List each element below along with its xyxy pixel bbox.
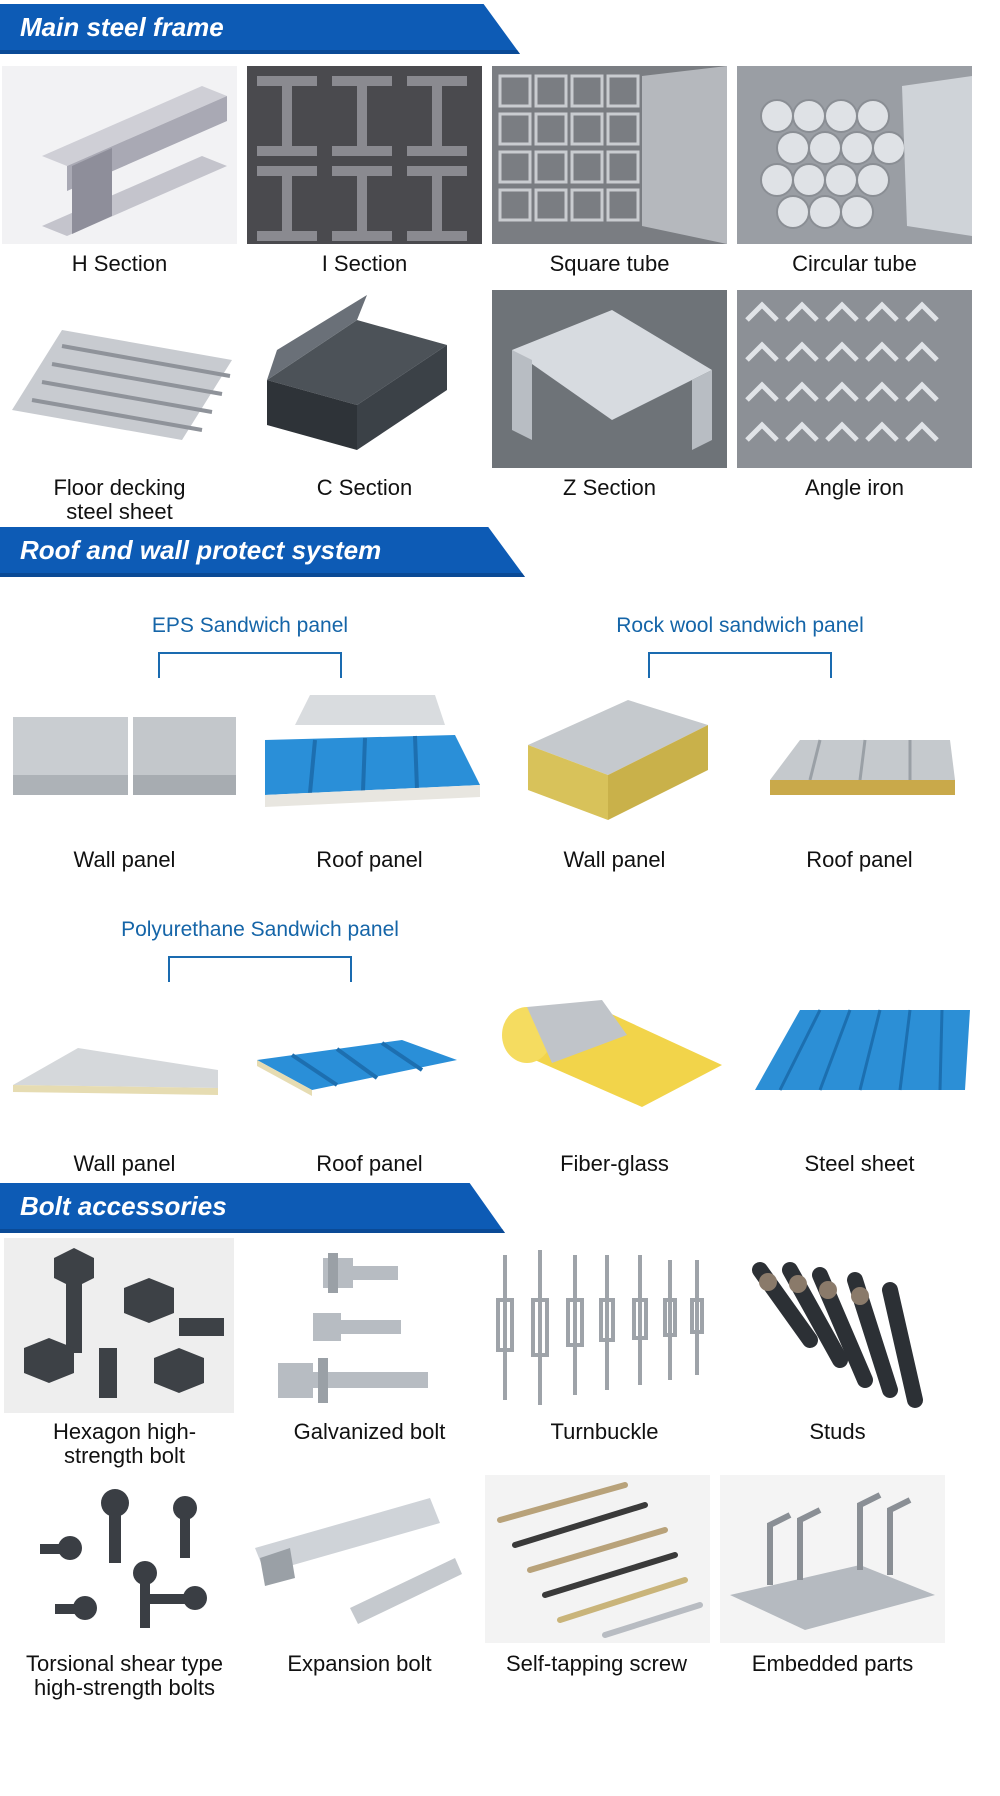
- section-title: Bolt accessories: [20, 1191, 227, 1221]
- label-angle-iron: Angle iron: [804, 475, 905, 500]
- section-title: Main steel frame: [20, 12, 224, 42]
- galvanized-bolt-image: [268, 1238, 443, 1413]
- h-section-image: [2, 66, 237, 244]
- studs-image: [740, 1250, 940, 1415]
- label-pu-roof: Roof panel: [316, 1151, 423, 1176]
- eps-bracket: [158, 652, 342, 678]
- eps-roof-panel-image: [255, 685, 485, 815]
- eps-wall-panel-image: [8, 705, 238, 805]
- rockwool-roof-panel-image: [760, 720, 960, 810]
- label-i-section: I Section: [321, 251, 408, 276]
- section-title: Roof and wall protect system: [20, 535, 382, 565]
- label-torsional-bolts: Torsional shear type high-strength bolts: [2, 1652, 247, 1700]
- label-studs: Studs: [809, 1419, 866, 1444]
- pu-bracket: [168, 956, 352, 982]
- i-section-image: [247, 66, 482, 244]
- floor-decking-image: [2, 290, 237, 468]
- label-hexagon-bolt-line1: Hexagon high-: [52, 1419, 197, 1444]
- pu-roof-panel-image: [252, 1030, 462, 1105]
- label-torsional-line2: high-strength bolts: [34, 1675, 215, 1700]
- c-section-image: [247, 290, 482, 468]
- label-turnbuckle: Turnbuckle: [550, 1419, 659, 1444]
- label-torsional-line1: Torsional shear type: [26, 1651, 223, 1676]
- label-floor-decking: Floor decking steel sheet: [2, 476, 237, 524]
- label-c-section: C Section: [316, 475, 413, 500]
- embedded-parts-image: [720, 1475, 945, 1643]
- pu-panel-title: Polyurethane Sandwich panel: [121, 918, 399, 941]
- section-banner-bolts: Bolt accessories: [0, 1183, 505, 1233]
- label-rockwool-roof: Roof panel: [806, 847, 913, 872]
- label-galvanized-bolt: Galvanized bolt: [293, 1419, 446, 1444]
- label-hexagon-bolt-line2: strength bolt: [63, 1443, 186, 1468]
- hexagon-bolt-image: [4, 1238, 234, 1413]
- turnbuckle-image: [485, 1240, 715, 1415]
- rockwool-wall-panel-image: [518, 690, 718, 825]
- section-banner-roof-wall: Roof and wall protect system: [0, 527, 525, 577]
- circular-tube-image: [737, 66, 972, 244]
- eps-panel-title: EPS Sandwich panel: [151, 614, 349, 637]
- label-eps-wall: Wall panel: [73, 847, 176, 872]
- square-tube-image: [492, 66, 727, 244]
- expansion-bolt-image: [240, 1478, 475, 1643]
- label-square-tube: Square tube: [549, 251, 670, 276]
- label-embedded-parts: Embedded parts: [751, 1651, 914, 1676]
- label-floor-decking-line2: steel sheet: [66, 499, 173, 524]
- label-pu-wall: Wall panel: [73, 1151, 176, 1176]
- label-z-section: Z Section: [563, 475, 656, 500]
- rockwool-panel-title: Rock wool sandwich panel: [616, 614, 864, 637]
- label-floor-decking-line1: Floor decking: [53, 475, 186, 500]
- label-rockwool-wall: Wall panel: [563, 847, 666, 872]
- label-fiberglass: Fiber-glass: [560, 1151, 669, 1176]
- fiberglass-image: [492, 995, 732, 1110]
- label-circular-tube: Circular tube: [792, 251, 917, 276]
- label-expansion-bolt: Expansion bolt: [287, 1651, 432, 1676]
- rockwool-bracket: [648, 652, 832, 678]
- label-eps-roof: Roof panel: [316, 847, 423, 872]
- self-tapping-screw-image: [485, 1475, 710, 1643]
- label-steel-sheet: Steel sheet: [804, 1151, 915, 1176]
- label-hexagon-bolt: Hexagon high- strength bolt: [2, 1420, 247, 1468]
- steel-sheet-image: [750, 1005, 975, 1095]
- section-banner-main-steel-frame: Main steel frame: [0, 4, 520, 54]
- pu-wall-panel-image: [8, 1030, 223, 1100]
- torsional-bolt-image: [25, 1478, 220, 1643]
- label-h-section: H Section: [71, 251, 168, 276]
- angle-iron-image: [737, 290, 972, 468]
- label-self-tapping-screw: Self-tapping screw: [506, 1651, 687, 1676]
- z-section-image: [492, 290, 727, 468]
